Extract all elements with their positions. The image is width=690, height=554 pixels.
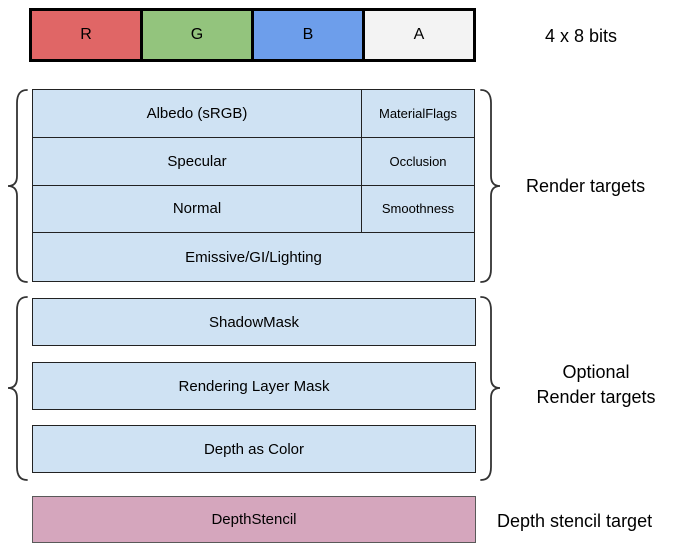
cell-smoothness: Smoothness [362,186,474,234]
optional-targets-left-brace [7,296,28,481]
cell-albedo: Albedo (sRGB) [33,90,362,138]
channel-cell-r: R [32,11,143,59]
box-depth-as-color: Depth as Color [32,425,476,473]
channel-cell-b: B [254,11,365,59]
render-targets-table: Albedo (sRGB) MaterialFlags Specular Occ… [32,89,475,282]
optional-targets-caption: Optional Render targets [516,360,676,410]
cell-materialflags: MaterialFlags [362,90,474,138]
optional-targets-right-brace [480,296,501,481]
box-rendering-layer-mask: Rendering Layer Mask [32,362,476,410]
render-targets-right-brace [480,89,501,283]
render-targets-caption: Render targets [526,176,646,196]
cell-specular: Specular [33,137,362,186]
channel-format-bar: R G B A [29,8,476,62]
cell-emissive: Emissive/GI/Lighting [185,248,322,266]
box-depthstencil: DepthStencil [32,496,476,543]
channel-cell-a: A [365,11,473,59]
optional-caption-line2: Render targets [536,387,656,407]
cell-normal: Normal [33,185,362,234]
bits-caption: 4 x 8 bits [545,26,618,46]
cell-occlusion: Occlusion [362,138,474,186]
channel-cell-g: G [143,11,254,59]
render-targets-left-brace [7,89,28,283]
box-shadowmask: ShadowMask [32,298,476,346]
optional-caption-line1: Optional [562,362,630,382]
depth-stencil-caption: Depth stencil target [497,511,653,531]
